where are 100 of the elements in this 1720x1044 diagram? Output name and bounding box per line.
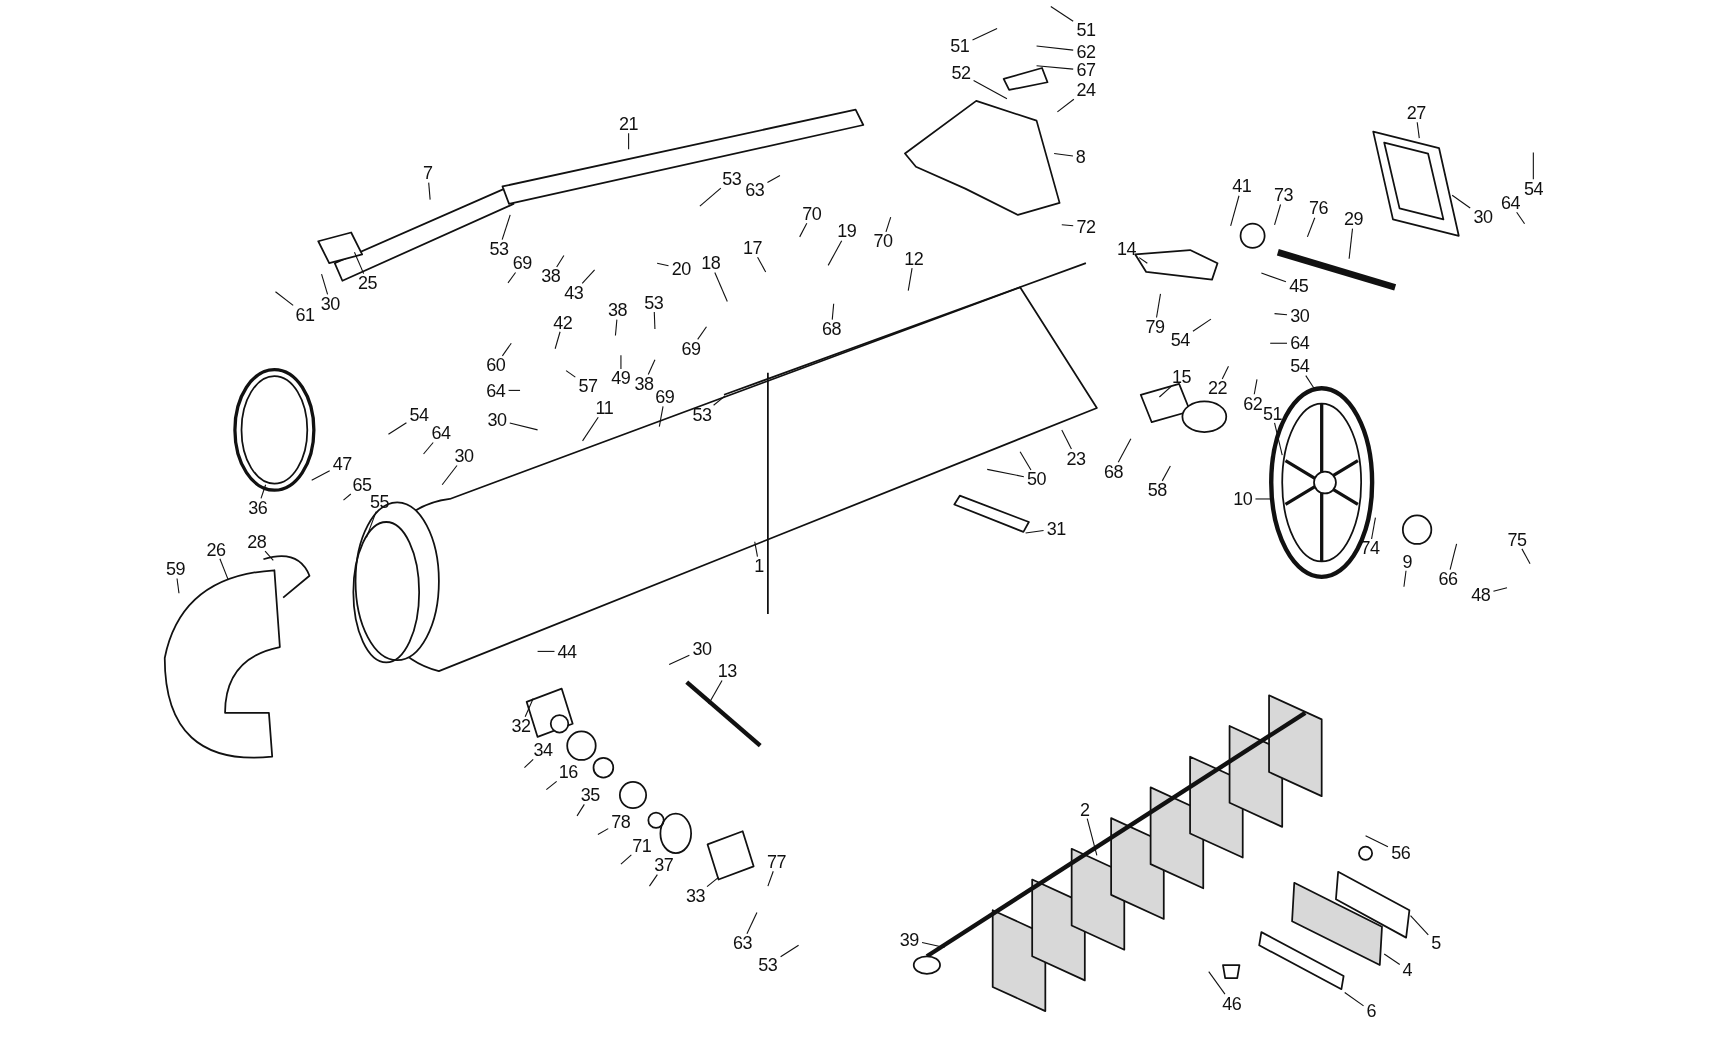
leader-line: [1036, 65, 1074, 70]
callout-number: 54: [1290, 357, 1310, 376]
callout-number: 42: [553, 313, 573, 332]
callout-number: 54: [1170, 331, 1190, 350]
leader-line: [581, 269, 596, 285]
callout-number: 63: [733, 934, 753, 953]
callout-number: 74: [1360, 539, 1380, 558]
leader-line: [507, 271, 517, 284]
callout-number: 53: [692, 405, 712, 424]
callout-number: 49: [611, 369, 631, 388]
callout-number: 64: [1500, 193, 1520, 212]
callout-number: 65: [352, 475, 372, 494]
callout-number: 12: [904, 249, 924, 268]
leader-line: [1221, 365, 1229, 380]
callout-number: 41: [1232, 177, 1252, 196]
callout-number: 77: [767, 853, 787, 872]
leader-line: [780, 944, 800, 958]
leader-line: [353, 251, 365, 275]
callout-number: 73: [1273, 186, 1293, 205]
leader-line: [1492, 587, 1508, 592]
callout-number: 9: [1402, 552, 1413, 571]
callout-number: 53: [758, 956, 778, 975]
callout-number: 10: [1233, 490, 1253, 509]
leader-line: [1161, 465, 1171, 482]
leader-line: [658, 405, 664, 428]
leader-line: [647, 359, 656, 376]
callout-number: 55: [370, 493, 390, 512]
leader-line: [746, 911, 758, 935]
leader-line: [1208, 971, 1226, 995]
leader-line: [1050, 6, 1074, 22]
callout-number: 47: [332, 455, 352, 473]
leader-line: [620, 354, 622, 370]
callout-number: 58: [1147, 481, 1167, 500]
callout-number: 38: [608, 301, 628, 320]
leader-line: [1053, 153, 1074, 157]
leader-line: [1156, 293, 1162, 319]
callout-number: 8: [1075, 147, 1086, 166]
callout-number: 36: [248, 498, 268, 517]
leader-line: [1274, 313, 1288, 316]
callout-number: 19: [837, 222, 857, 241]
callout-number: 79: [1145, 317, 1165, 336]
leader-line: [556, 254, 565, 268]
callout-number: 14: [1117, 240, 1137, 258]
callout-number: 16: [558, 763, 578, 782]
leader-line: [656, 262, 670, 267]
leader-line: [697, 326, 707, 340]
leader-line: [628, 132, 630, 150]
leader-line: [545, 780, 558, 791]
leader-line: [757, 256, 767, 273]
leader-line: [907, 267, 913, 292]
leader-line: [973, 79, 1008, 100]
leader-line: [831, 303, 835, 321]
callout-number: 45: [1289, 277, 1309, 296]
leader-line: [1451, 194, 1471, 209]
leader-line: [524, 698, 534, 718]
leader-line: [706, 876, 720, 888]
leader-line: [441, 464, 458, 486]
leader-line: [1516, 211, 1526, 225]
callout-number: 27: [1406, 104, 1426, 122]
callout-number: 43: [564, 283, 584, 302]
leader-line: [1269, 342, 1288, 344]
leader-line: [827, 240, 843, 266]
callout-number: 52: [951, 64, 971, 83]
callout-number: 54: [409, 405, 429, 424]
leader-line: [1383, 953, 1401, 966]
callout-number: 30: [320, 294, 340, 313]
leader-line: [523, 758, 534, 769]
callout-number: 29: [1344, 210, 1364, 229]
leader-line: [274, 291, 294, 306]
callout-number: 31: [1046, 519, 1066, 538]
leader-line: [1117, 438, 1132, 463]
callout-number: 70: [873, 232, 893, 251]
leader-line: [1036, 45, 1074, 51]
callout-number: 15: [1171, 368, 1191, 387]
callout-number: 21: [619, 114, 639, 133]
callout-number: 7: [423, 164, 433, 183]
callout-number: 76: [1309, 199, 1329, 218]
leader-line: [582, 416, 599, 442]
leader-line: [576, 803, 585, 817]
leader-line: [1348, 228, 1354, 260]
leader-line: [921, 942, 945, 949]
leader-line: [509, 422, 539, 431]
leader-line: [1061, 429, 1072, 450]
callout-number: 38: [634, 374, 654, 393]
callout-number: 2: [1080, 800, 1090, 819]
callout-number: 54: [1524, 179, 1544, 198]
callout-number: 11: [595, 399, 614, 418]
callout-number: 1: [754, 557, 764, 575]
leader-line: [387, 422, 407, 435]
callout-number: 51: [950, 37, 970, 56]
callout-number: 60: [486, 356, 506, 375]
leader-line: [365, 511, 377, 538]
leader-line: [620, 854, 632, 865]
callout-number: 38: [541, 267, 561, 286]
callout-number: 64: [1290, 334, 1310, 353]
callout-number: 48: [1471, 585, 1491, 604]
leader-line: [176, 577, 180, 594]
callout-number: 24: [1076, 80, 1096, 99]
callout-number: 62: [1076, 42, 1096, 61]
leader-line: [1306, 217, 1316, 238]
